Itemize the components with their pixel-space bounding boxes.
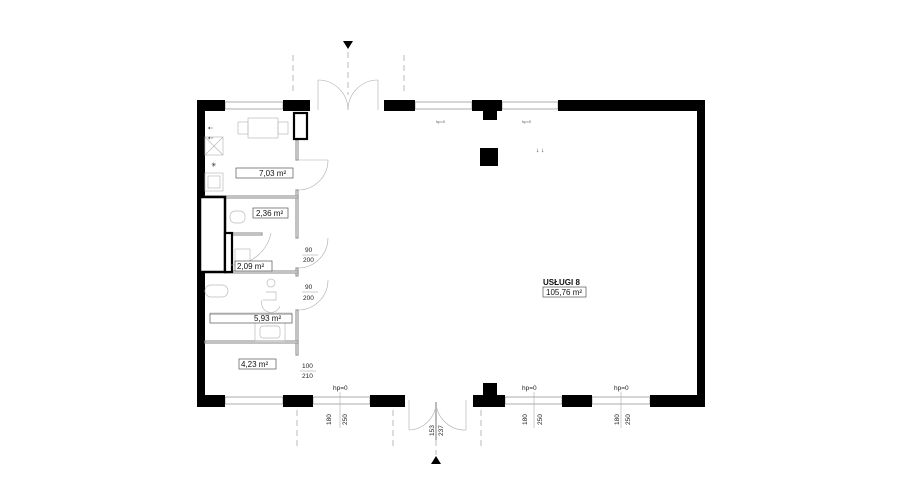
svg-text:hp=0: hp=0: [522, 385, 537, 392]
svg-text:237: 237: [438, 425, 445, 436]
svg-text:hp=0: hp=0: [333, 385, 348, 392]
main-room-area: 105,76 m²: [546, 288, 582, 297]
window-dimensions: hp=0 180 250 hp=0 180 250 hp=0 180 250 h…: [326, 119, 632, 428]
svg-text:180: 180: [326, 414, 333, 425]
svg-text:hp=0: hp=0: [436, 119, 446, 124]
entrance-door-top[interactable]: [317, 79, 379, 111]
svg-text:210: 210: [302, 373, 313, 380]
svg-text:100: 100: [302, 363, 313, 370]
shaft: [198, 195, 227, 274]
room-area-label: 2,36 m²: [256, 209, 283, 218]
svg-text:153: 153: [429, 425, 436, 436]
ventilation-down-arrows-icon: ↓ ↓: [536, 147, 544, 154]
interior-doors[interactable]: [230, 159, 329, 311]
door-dimensions: 90 200 90 200 100 210 153 237: [300, 247, 445, 436]
svg-text:hp=0: hp=0: [522, 119, 532, 124]
column: [480, 148, 498, 166]
svg-text:90: 90: [305, 247, 313, 254]
svg-text:90: 90: [305, 284, 313, 291]
svg-text:180: 180: [522, 414, 529, 425]
ventilation-arrows-icon: ⇠: [208, 125, 214, 132]
svg-text:250: 250: [537, 414, 544, 425]
room-area-label: 4,23 m²: [241, 360, 268, 369]
entrance-arrow-top-icon: [343, 41, 353, 49]
room-area-label: 5,93 m²: [254, 314, 281, 323]
fan-icon: ✳: [211, 161, 217, 169]
svg-text:250: 250: [342, 414, 349, 425]
entrance-door-bottom[interactable]: [408, 400, 467, 440]
windows: [224, 101, 651, 405]
room-area-label: 7,03 m²: [259, 169, 286, 178]
main-room-name: USŁUGI 8: [543, 278, 580, 287]
svg-text:hp=0: hp=0: [614, 385, 629, 392]
entrance-arrow-bottom-icon: [431, 456, 441, 464]
svg-text:200: 200: [303, 257, 314, 264]
svg-text:200: 200: [303, 295, 314, 302]
partitions: [198, 111, 309, 356]
svg-text:180: 180: [614, 414, 621, 425]
svg-text:250: 250: [625, 414, 632, 425]
ventilation-arrows-icon: ⇠: [208, 135, 214, 142]
axis-lines: [292, 52, 482, 455]
room-area-label: 2,09 m²: [237, 262, 264, 271]
